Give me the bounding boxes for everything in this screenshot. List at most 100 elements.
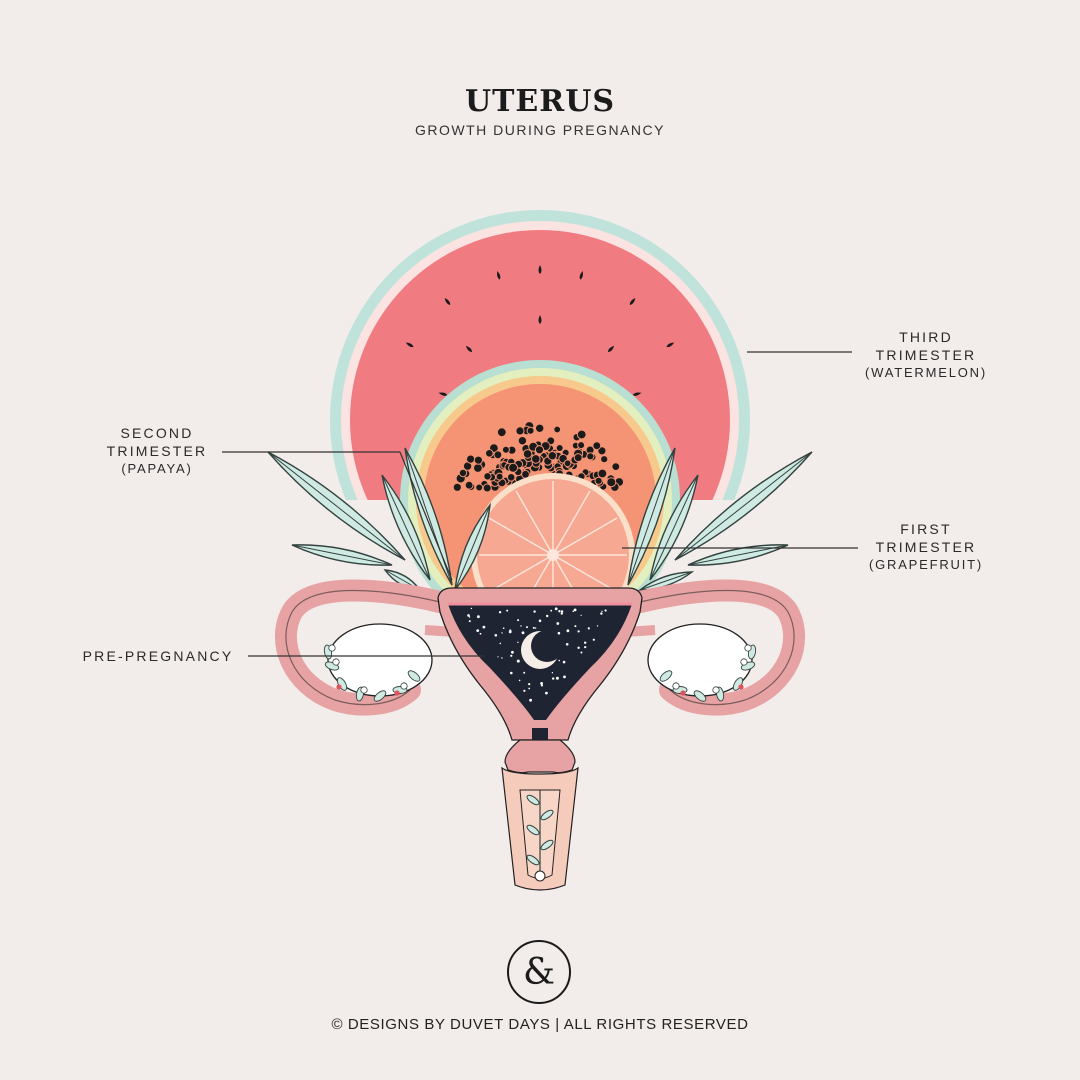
cavity-stars xyxy=(467,607,607,702)
watermelon-seed xyxy=(405,342,414,348)
papaya-seed xyxy=(475,483,484,492)
star-dot xyxy=(566,629,570,633)
watermelon-seed xyxy=(579,270,583,280)
watermelon-seed xyxy=(497,270,501,280)
papaya-seed xyxy=(547,451,557,461)
footer-copyright: © DESIGNS BY DUVET DAYS | ALL RIGHTS RES… xyxy=(331,1016,749,1033)
ovary-flower xyxy=(744,644,752,652)
logo-symbol: & xyxy=(522,951,556,993)
star-dot xyxy=(517,619,520,622)
label-first-line2: TRIMESTER xyxy=(875,539,977,555)
ovary-flower xyxy=(740,658,748,666)
star-dot xyxy=(529,698,532,702)
watermelon-seed xyxy=(465,345,473,353)
star-dot xyxy=(523,671,526,674)
star-dot xyxy=(556,622,560,625)
grapefruit-segment-line xyxy=(552,554,579,598)
star-dot xyxy=(540,684,544,687)
grapefruit xyxy=(471,473,635,598)
label-first-trimester: FIRST TRIMESTER (GRAPEFRUIT) xyxy=(858,520,994,574)
papaya-seed xyxy=(535,423,545,433)
label-second-line2: TRIMESTER xyxy=(106,443,208,459)
grapefruit-segment-line xyxy=(488,554,554,593)
star-dot xyxy=(546,614,549,618)
leaf-vein xyxy=(267,451,406,561)
grapefruit-segment-line xyxy=(552,490,591,556)
star-dot xyxy=(600,612,603,615)
watermelon-seed xyxy=(607,345,615,353)
papaya-seed xyxy=(592,441,602,451)
papaya-seed xyxy=(464,480,474,490)
star-dot xyxy=(467,614,470,617)
papaya-seed xyxy=(496,427,507,438)
star-dot xyxy=(554,607,558,611)
ovary-flower xyxy=(712,686,720,694)
label-second-trimester: SECOND TRIMESTER (PAPAYA) xyxy=(95,424,219,478)
star-dot xyxy=(511,650,514,654)
label-third-line2: TRIMESTER xyxy=(875,347,977,363)
grapefruit-segment-line xyxy=(552,554,618,593)
moon-icon xyxy=(521,630,563,669)
papaya-seed xyxy=(577,441,586,450)
ovary-flower xyxy=(400,682,408,690)
star-dot xyxy=(592,638,595,641)
ovary-berry xyxy=(680,690,686,696)
grapefruit-segment-line xyxy=(552,517,618,556)
label-second-line1: SECOND xyxy=(120,425,194,441)
star-dot xyxy=(501,632,503,634)
star-dot xyxy=(587,627,590,630)
star-dot xyxy=(580,614,582,617)
page-subtitle: GROWTH DURING PREGNANCY xyxy=(415,122,665,138)
star-dot xyxy=(476,629,480,632)
ovary-leaf xyxy=(373,690,387,702)
star-dot xyxy=(468,620,471,623)
canal-leaf xyxy=(526,824,540,836)
star-dot xyxy=(494,634,498,637)
leaf-vein xyxy=(649,474,699,581)
watermelon-seed xyxy=(632,392,642,396)
star-dot xyxy=(497,656,499,658)
label-pre-pregnancy: PRE-PREGNANCY xyxy=(70,647,246,665)
papaya-seed xyxy=(563,459,572,468)
papaya-seed xyxy=(600,455,609,464)
ovary-flower xyxy=(332,658,340,666)
watermelon-seed xyxy=(438,392,448,396)
star-dot xyxy=(545,691,548,695)
papaya-seed xyxy=(508,462,519,473)
ovary-flowers xyxy=(323,644,757,702)
papaya-seed xyxy=(495,472,504,481)
papaya-seed xyxy=(473,463,483,473)
leaf-vein xyxy=(674,451,813,561)
papaya-seed xyxy=(501,445,510,454)
papaya-seed xyxy=(531,454,541,464)
papaya-seed xyxy=(522,449,533,459)
star-dot xyxy=(551,672,554,674)
star-dot xyxy=(482,625,486,629)
watermelon-seeds xyxy=(405,265,675,396)
star-dot xyxy=(520,625,522,627)
star-dot xyxy=(498,611,502,614)
star-dot xyxy=(557,631,561,635)
star-dot xyxy=(509,629,512,632)
papaya-seed xyxy=(466,454,476,464)
star-dot xyxy=(526,626,528,629)
papaya-seed xyxy=(473,455,483,465)
ovary-leaf xyxy=(407,670,421,682)
canal-leaf xyxy=(540,809,554,821)
star-dot xyxy=(558,659,561,662)
star-dot xyxy=(468,616,471,618)
label-third-trimester: THIRD TRIMESTER (WATERMELON) xyxy=(852,328,1000,382)
papaya-seed xyxy=(555,444,564,452)
ovary-leaf xyxy=(693,690,707,702)
star-dot xyxy=(601,610,603,612)
papaya-seed xyxy=(482,483,492,493)
star-dot xyxy=(563,675,566,679)
label-second-paren: (PAPAYA) xyxy=(121,461,193,476)
ovary-berry xyxy=(336,684,342,690)
grapefruit-segment-line xyxy=(488,517,554,556)
star-dot xyxy=(596,625,599,627)
papaya-seed xyxy=(526,426,535,435)
star-dot xyxy=(580,651,583,654)
star-dot xyxy=(560,612,563,615)
star-dot xyxy=(604,609,607,612)
